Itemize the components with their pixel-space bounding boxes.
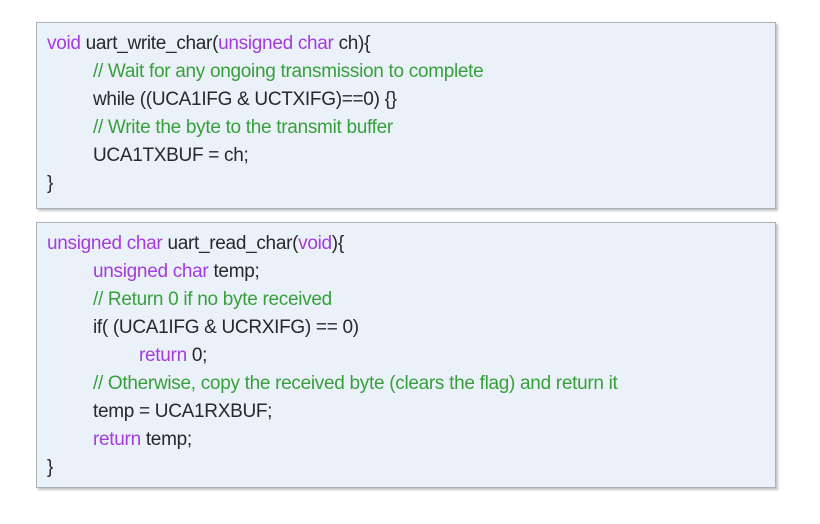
keyword-token: void: [47, 33, 81, 54]
code-line: temp = UCA1RXBUF;: [47, 398, 765, 426]
code-line: unsigned char uart_read_char(void){: [47, 230, 765, 258]
code-line: UCA1TXBUF = ch;: [47, 142, 765, 170]
code-token: ){: [331, 233, 344, 254]
code-token: ch){: [333, 33, 371, 54]
code-token: uart_read_char(: [162, 233, 299, 254]
code-token: if( (UCA1IFG & UCRXIFG) == 0): [93, 317, 359, 338]
code-token: uart_write_char(: [80, 33, 219, 54]
code-line: // Return 0 if no byte received: [47, 286, 765, 314]
keyword-token: void: [298, 233, 332, 254]
keyword-token: unsigned char: [93, 261, 209, 282]
comment-token: // Wait for any ongoing transmission to …: [93, 61, 484, 82]
code-line: // Wait for any ongoing transmission to …: [47, 58, 765, 86]
keyword-token: return: [93, 429, 141, 450]
keyword-token: return: [139, 345, 187, 366]
code-line: if( (UCA1IFG & UCRXIFG) == 0): [47, 314, 765, 342]
code-line: return temp;: [47, 426, 765, 454]
comment-token: // Write the byte to the transmit buffer: [93, 117, 393, 138]
code-token: while ((UCA1IFG & UCTXIFG)==0) {}: [93, 89, 397, 110]
code-token: 0;: [186, 345, 208, 366]
keyword-token: unsigned char: [47, 233, 163, 254]
code-line: // Otherwise, copy the received byte (cl…: [47, 370, 765, 398]
comment-token: // Return 0 if no byte received: [93, 289, 332, 310]
code-token: temp = UCA1RXBUF;: [93, 401, 273, 422]
code-token: temp;: [140, 429, 192, 450]
code-line: }: [47, 454, 765, 482]
code-line: while ((UCA1IFG & UCTXIFG)==0) {}: [47, 86, 765, 114]
keyword-token: unsigned char: [218, 33, 334, 54]
code-token: UCA1TXBUF = ch;: [93, 145, 249, 166]
code-line: // Write the byte to the transmit buffer: [47, 114, 765, 142]
code-line: return 0;: [47, 342, 765, 370]
code-line: }: [47, 170, 765, 198]
comment-token: // Otherwise, copy the received byte (cl…: [93, 373, 618, 394]
code-token: }: [47, 457, 54, 478]
code-token: temp;: [208, 261, 260, 282]
code-line: unsigned char temp;: [47, 258, 765, 286]
code-block-uart-read-char: unsigned char uart_read_char(void){unsig…: [36, 222, 776, 488]
code-token: }: [47, 173, 54, 194]
code-block-uart-write-char: void uart_write_char(unsigned char ch){ /…: [36, 22, 776, 209]
code-line: void uart_write_char(unsigned char ch){: [47, 30, 765, 58]
